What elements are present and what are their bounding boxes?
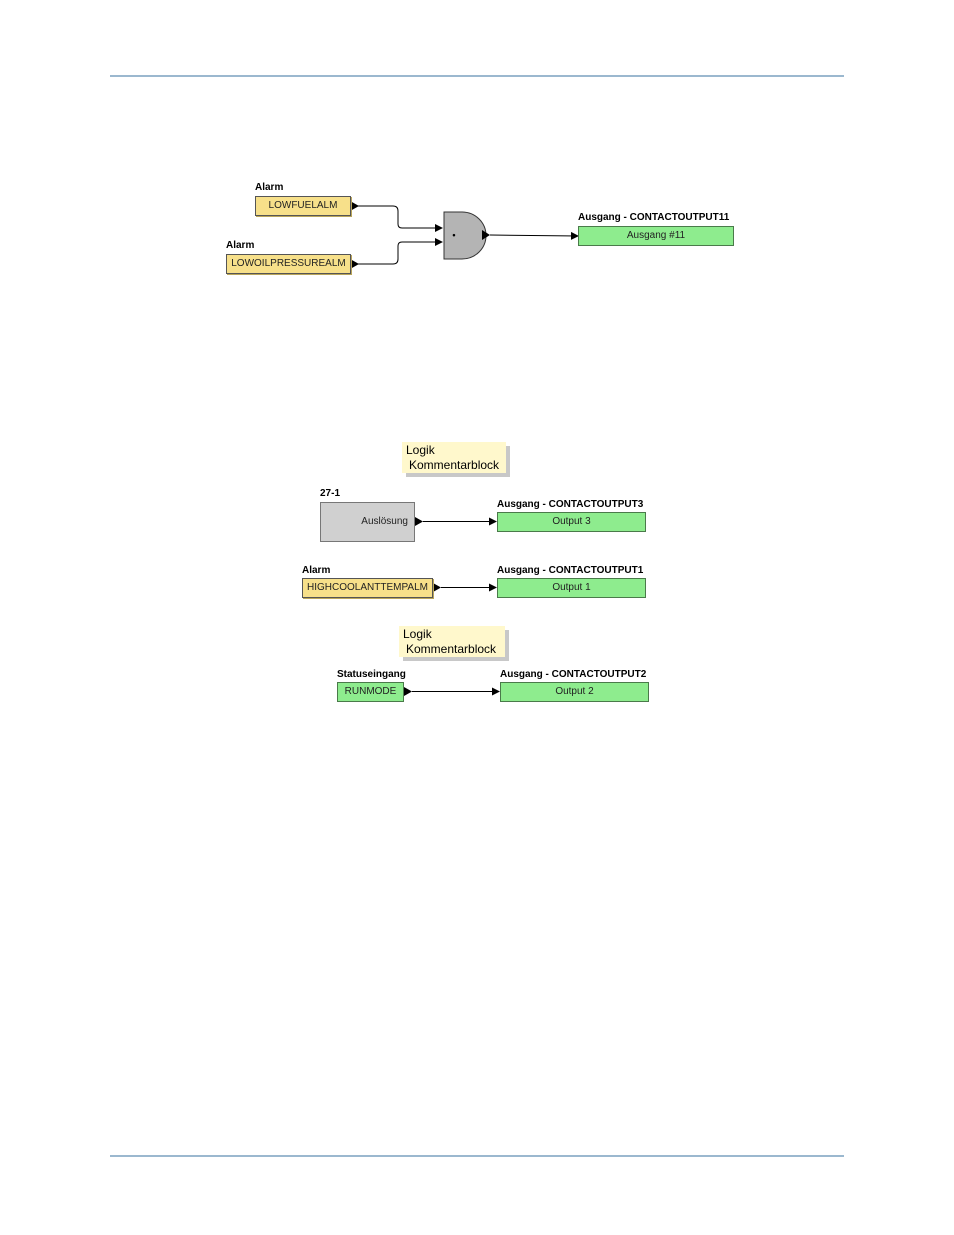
- auslosung-port: [415, 517, 423, 526]
- comment-top-line1: Logik: [406, 443, 435, 457]
- comment-bottom-line1: Logik: [403, 627, 432, 641]
- output2-block[interactable]: Output 2: [500, 682, 649, 702]
- runmode-status-block[interactable]: RUNMODE: [337, 682, 404, 702]
- output1-block[interactable]: Output 1: [497, 578, 646, 598]
- footer-rule: [110, 1155, 844, 1157]
- output1-type-label: Ausgang - CONTACTOUTPUT1: [497, 565, 644, 576]
- wire-and-to-output11: [489, 231, 579, 240]
- highcoolant-port: [433, 583, 441, 592]
- comment-top-line2: Kommentarblock: [409, 458, 500, 472]
- output2-type-label: Ausgang - CONTACTOUTPUT2: [500, 669, 647, 680]
- highcoolant-type-label: Alarm: [302, 565, 331, 576]
- element-27-block[interactable]: Auslösung: [320, 502, 415, 542]
- lowoil-port: [351, 259, 359, 269]
- runmode-type-label: Statuseingang: [337, 669, 406, 680]
- and-gate-symbol: •: [452, 230, 456, 240]
- lowoil-alarm-block[interactable]: LOWOILPRESSUREALM: [226, 254, 351, 274]
- lowfuel-port: [351, 201, 359, 211]
- wire-lowfuel-to-and: [358, 205, 443, 232]
- lowoil-type-label: Alarm: [226, 240, 255, 251]
- comment-block-bottom[interactable]: Logik Kommentarblock: [399, 626, 505, 657]
- output3-type-label: Ausgang - CONTACTOUTPUT3: [497, 499, 644, 510]
- output11-block[interactable]: Ausgang #11: [578, 226, 734, 246]
- lowfuel-type-label: Alarm: [255, 182, 284, 193]
- and-gate-output-port: [482, 230, 490, 240]
- lowfuel-alarm-block[interactable]: LOWFUELALM: [255, 196, 351, 216]
- output11-type-label: Ausgang - CONTACTOUTPUT11: [578, 212, 730, 223]
- highcoolant-alarm-block[interactable]: HIGHCOOLANTTEMPALM: [302, 578, 433, 598]
- wire-lowoil-to-and: [358, 238, 443, 265]
- element-27-type-label: 27-1: [320, 488, 341, 499]
- runmode-port: [404, 687, 412, 696]
- header-rule: [110, 75, 844, 77]
- comment-block-top[interactable]: Logik Kommentarblock: [402, 442, 506, 473]
- output3-block[interactable]: Output 3: [497, 512, 646, 532]
- comment-bottom-line2: Kommentarblock: [406, 642, 497, 656]
